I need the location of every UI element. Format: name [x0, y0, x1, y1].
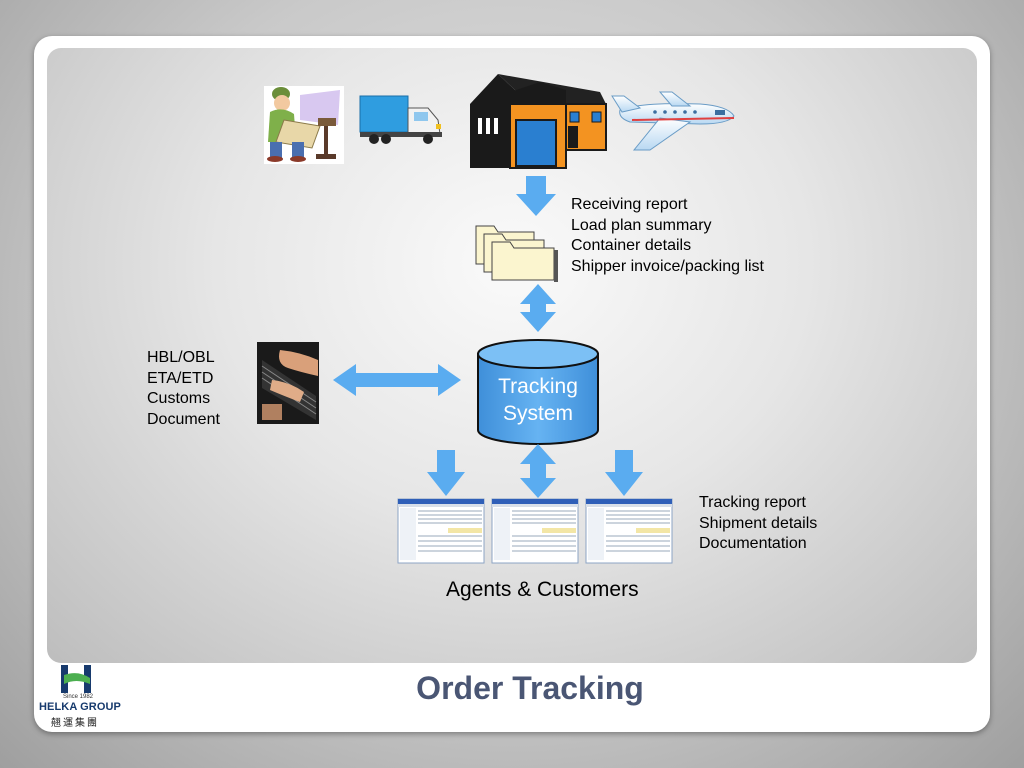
keyboard-typing-icon [257, 342, 319, 424]
entry-doc-item: HBL/OBL [147, 349, 215, 366]
arrow-down-warehouse-to-folders [516, 176, 556, 216]
arrow-down-system-to-screen-left [427, 450, 465, 496]
system-label-line2: System [502, 402, 573, 425]
entry-doc-item: ETA/ETD [147, 369, 214, 387]
receiving-docs-list: Receiving report Load plan summary Conta… [571, 195, 764, 277]
output-doc-item: Documentation [699, 535, 807, 552]
database-cylinder-icon [477, 339, 599, 445]
receiving-doc-item: Container details [571, 237, 692, 254]
output-doc-item: Tracking report [699, 494, 806, 511]
tracking-system-label: Tracking System [478, 373, 598, 427]
output-docs-list: Tracking report Shipment details Documen… [699, 493, 817, 555]
entry-docs-list: HBL/OBL ETA/ETD Customs Document [147, 348, 220, 430]
entry-doc-item: Customs [147, 390, 211, 407]
system-label-line1: Tracking [498, 375, 578, 398]
helka-logo-icon [60, 664, 92, 694]
logo-since-text: Since 1982 [63, 694, 94, 700]
warehouse-icon [470, 74, 607, 169]
arrow-updown-folders-system [520, 284, 556, 332]
receiving-doc-item: Load plan summary [571, 216, 712, 234]
worker-packing-icon [264, 86, 344, 164]
software-screenshot-icon [397, 498, 485, 564]
software-screenshot-icon [491, 498, 579, 564]
receiving-doc-item: Receiving report [571, 196, 688, 213]
slide-title: Order Tracking [416, 670, 644, 706]
logo-chinese-name: 翹運集團 [51, 718, 99, 729]
truck-icon [359, 95, 442, 144]
entry-doc-item: Document [147, 410, 220, 428]
agents-customers-label: Agents & Customers [446, 578, 639, 601]
folders-icon [475, 225, 558, 282]
output-doc-item: Shipment details [699, 514, 818, 532]
logo-company-name: HELKA GROUP [39, 701, 121, 713]
arrow-leftright-entry-system [333, 364, 461, 396]
arrow-updown-system-screen-middle [520, 444, 556, 498]
software-screenshot-icon [585, 498, 673, 564]
arrow-down-system-to-screen-right [605, 450, 643, 496]
airplane-icon [611, 91, 735, 151]
receiving-doc-item: Shipper invoice/packing list [571, 257, 764, 275]
